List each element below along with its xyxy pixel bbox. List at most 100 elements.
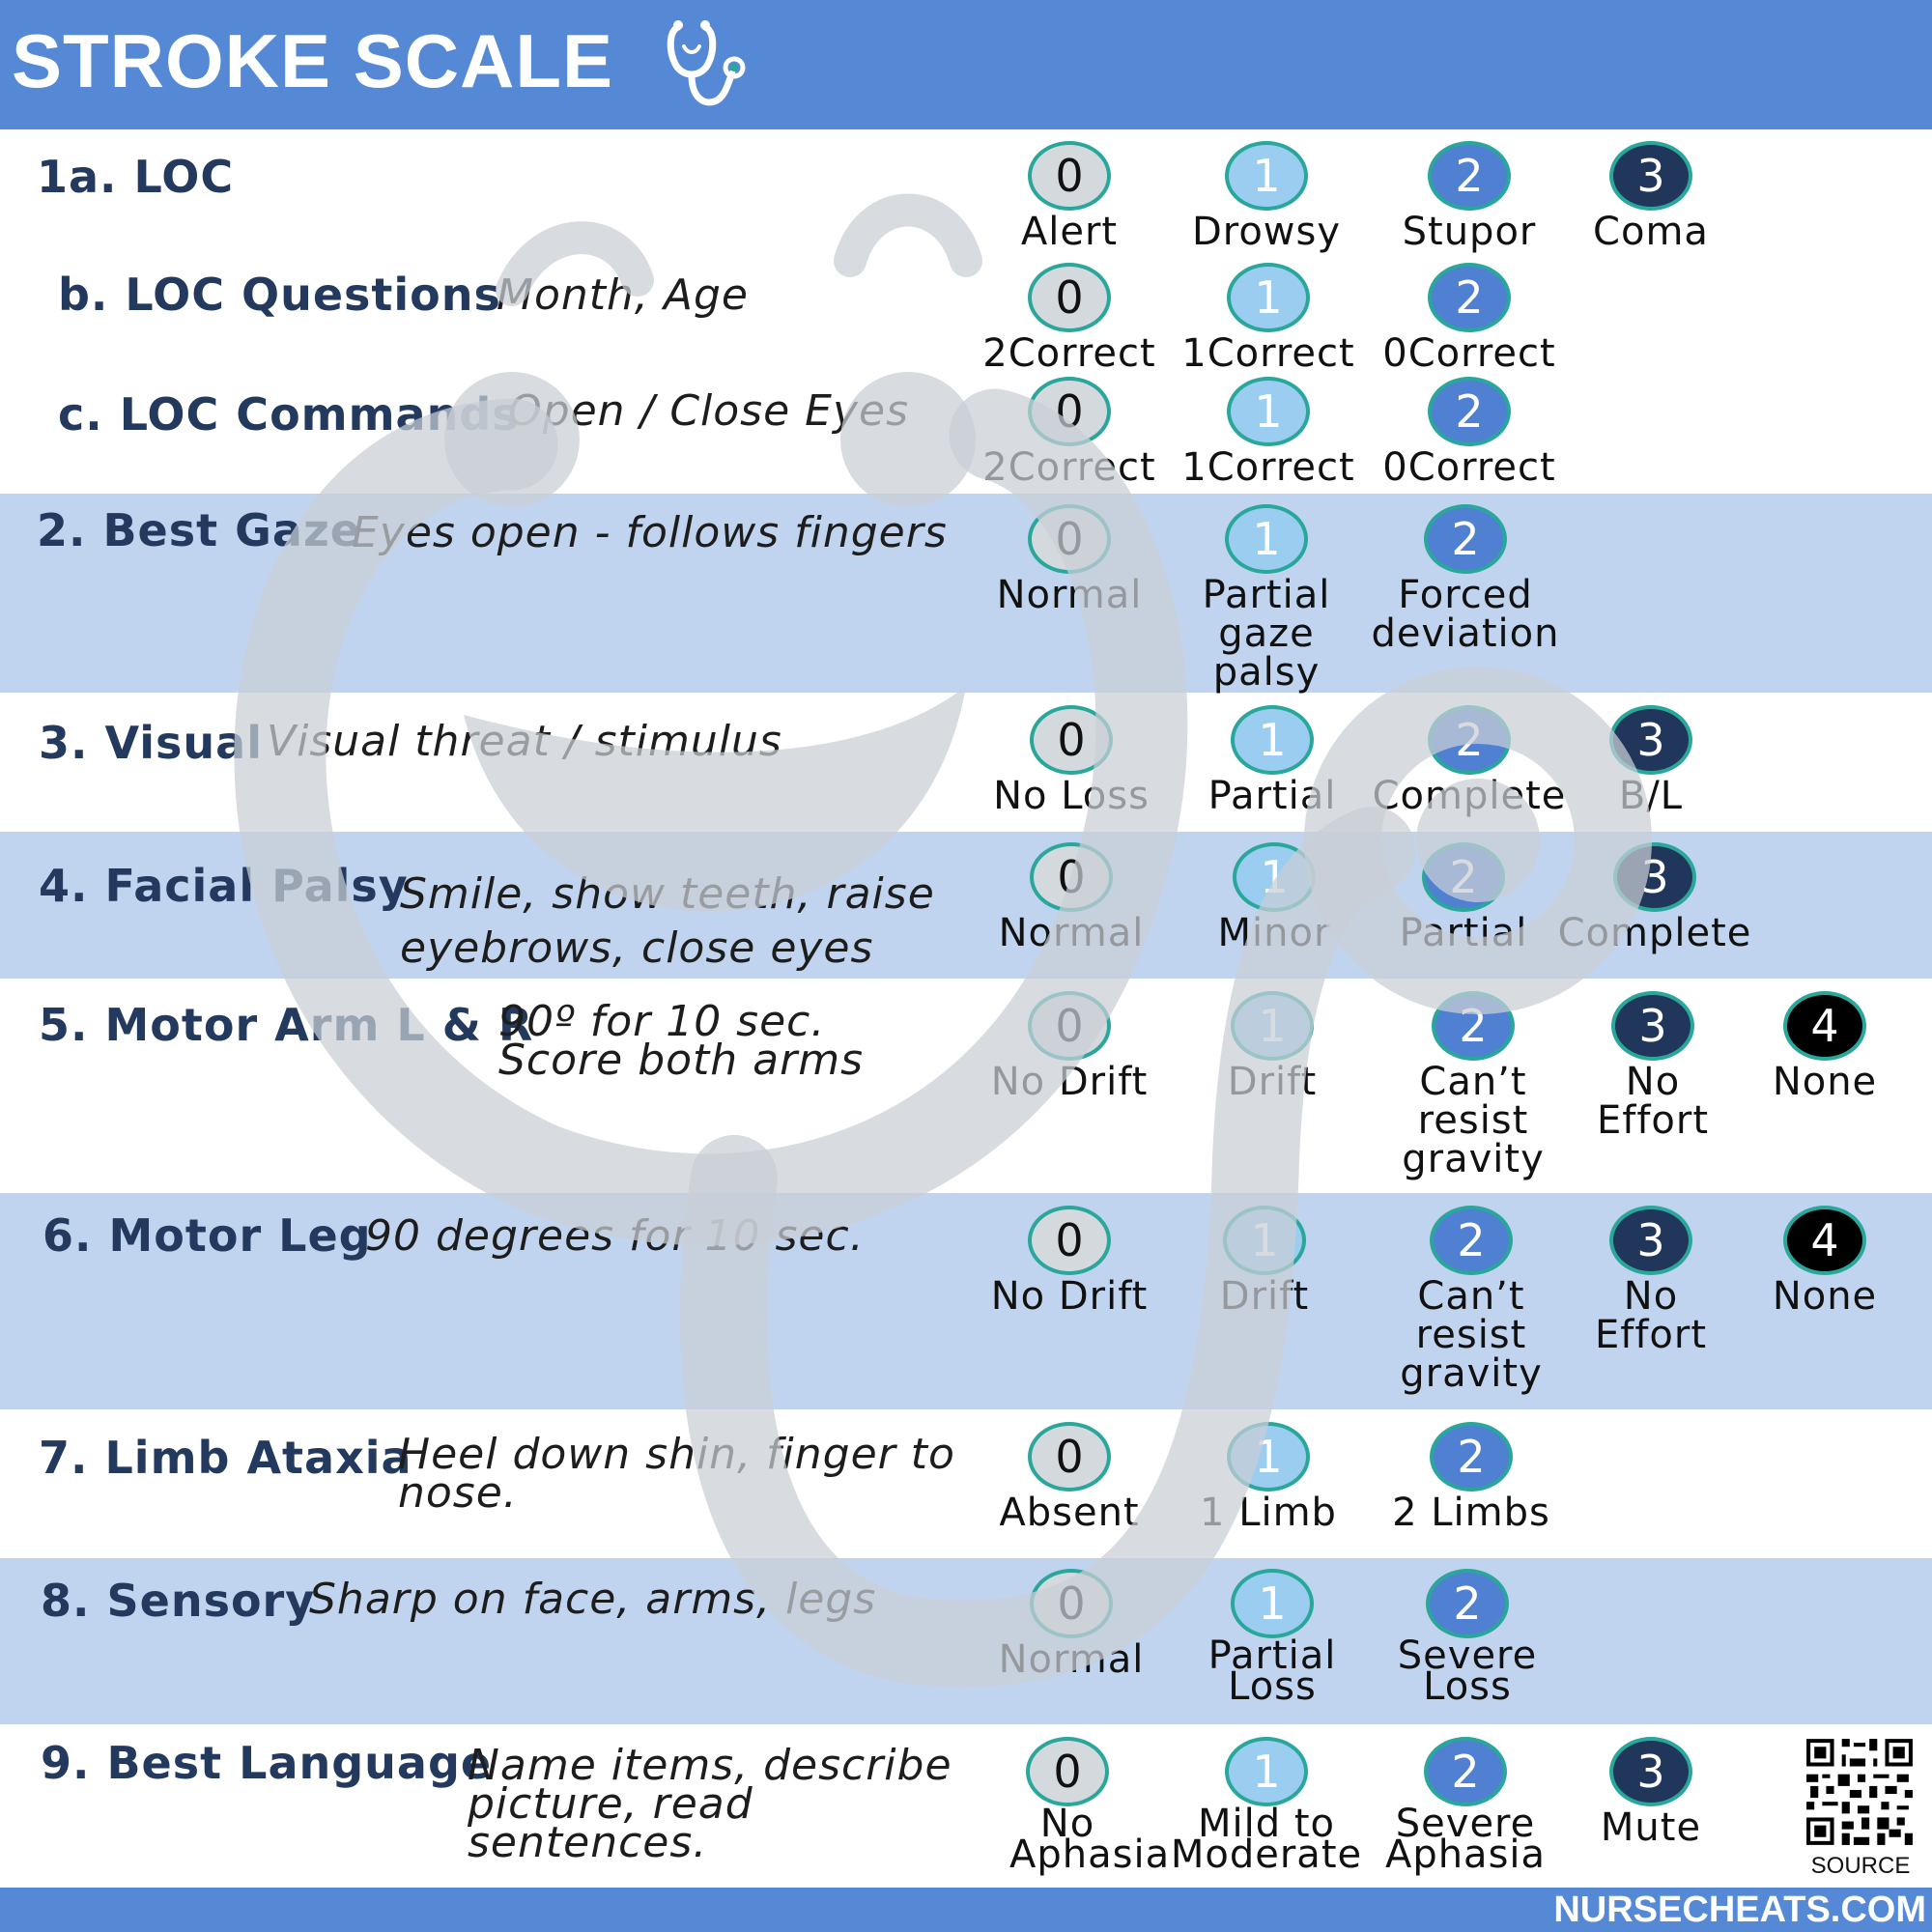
option-label: Complete bbox=[1557, 911, 1752, 955]
score-circle: 3 bbox=[1609, 705, 1692, 775]
instruction-best-language: Name items, describe picture, read sente… bbox=[468, 1741, 952, 1867]
score-circle: 1 bbox=[1225, 504, 1308, 574]
score-circle: 2 bbox=[1428, 141, 1511, 211]
option-label: No Effort bbox=[1594, 1274, 1708, 1357]
qr-code-icon[interactable] bbox=[1803, 1735, 1917, 1849]
score-circle: 0 bbox=[1030, 1569, 1113, 1638]
option-label: Drift bbox=[1227, 1060, 1318, 1104]
option-label: Normal bbox=[998, 1637, 1145, 1682]
option-label: Alert bbox=[1020, 210, 1119, 254]
option-label: Mute bbox=[1600, 1805, 1702, 1850]
item-label-best-language: 9. Best Language bbox=[41, 1737, 493, 1789]
score-circle: 0 bbox=[1030, 842, 1113, 912]
score-circle: 1 bbox=[1231, 705, 1314, 775]
instruction-loc-commands: Open / Close Eyes bbox=[508, 386, 909, 436]
score-circle: 1 bbox=[1227, 1422, 1310, 1492]
item-label-motor-arm: 5. Motor Arm L & R bbox=[39, 999, 534, 1051]
option-label: 1Correct bbox=[1181, 445, 1355, 490]
instruction-facial-palsy: Smile, show teeth, raise eyebrows, close… bbox=[400, 869, 935, 973]
option-label: No Loss bbox=[993, 774, 1150, 818]
score-circle: 2 bbox=[1426, 1569, 1509, 1638]
score-circle: 2 bbox=[1428, 263, 1511, 332]
instruction-loc-questions: Month, Age bbox=[497, 270, 749, 320]
header-bar: STROKE SCALE bbox=[0, 0, 1932, 129]
option-label: 2Correct bbox=[982, 331, 1156, 376]
option-label: 2Correct bbox=[982, 445, 1156, 490]
option-label: Can’t resist gravity bbox=[1400, 1274, 1543, 1396]
item-label-loc: 1a. LOC bbox=[37, 151, 235, 203]
option-label: No Effort bbox=[1596, 1060, 1710, 1143]
score-circle: 0 bbox=[1026, 1737, 1109, 1806]
option-label: Partial gaze palsy bbox=[1202, 573, 1331, 695]
item-label-visual: 3. Visual bbox=[39, 717, 263, 769]
score-circle: 0 bbox=[1028, 504, 1111, 574]
option-label: Drift bbox=[1219, 1274, 1310, 1319]
option-label: Can’t resist gravity bbox=[1402, 1060, 1545, 1181]
score-circle: 2 bbox=[1424, 1737, 1507, 1806]
footer-bar: NURSECHEATS.COM bbox=[0, 1888, 1932, 1932]
option-label: Partial bbox=[1399, 911, 1528, 955]
score-circle: 2 bbox=[1430, 1206, 1513, 1275]
instruction-limb-ataxia: Heel down shin, finger to nose. bbox=[398, 1430, 955, 1518]
option-label: Minor bbox=[1217, 911, 1331, 955]
option-label: 2 Limbs bbox=[1392, 1491, 1550, 1535]
option-label: B/L bbox=[1618, 774, 1684, 818]
score-circle: 2 bbox=[1422, 842, 1505, 912]
score-circle: 4 bbox=[1783, 1206, 1866, 1275]
item-label-best-gaze: 2. Best Gaze bbox=[37, 504, 361, 556]
qr-caption: SOURCE bbox=[1810, 1853, 1911, 1879]
item-label-loc-questions: b. LOC Questions bbox=[58, 269, 501, 321]
score-circle: 1 bbox=[1227, 263, 1310, 332]
option-label: Severe Loss bbox=[1397, 1634, 1538, 1709]
footer-site-link[interactable]: NURSECHEATS.COM bbox=[1553, 1889, 1926, 1930]
score-circle: 0 bbox=[1028, 377, 1111, 446]
instruction-visual: Visual threat / stimulus bbox=[267, 717, 782, 766]
option-label: Partial bbox=[1208, 774, 1337, 818]
option-label: No Aphasia bbox=[1009, 1802, 1171, 1877]
instruction-motor-leg: 90 degrees for 10 sec. bbox=[365, 1211, 865, 1261]
item-label-sensory: 8. Sensory bbox=[41, 1575, 316, 1627]
item-label-loc-commands: c. LOC Commands bbox=[58, 388, 520, 440]
score-circle: 2 bbox=[1428, 705, 1511, 775]
